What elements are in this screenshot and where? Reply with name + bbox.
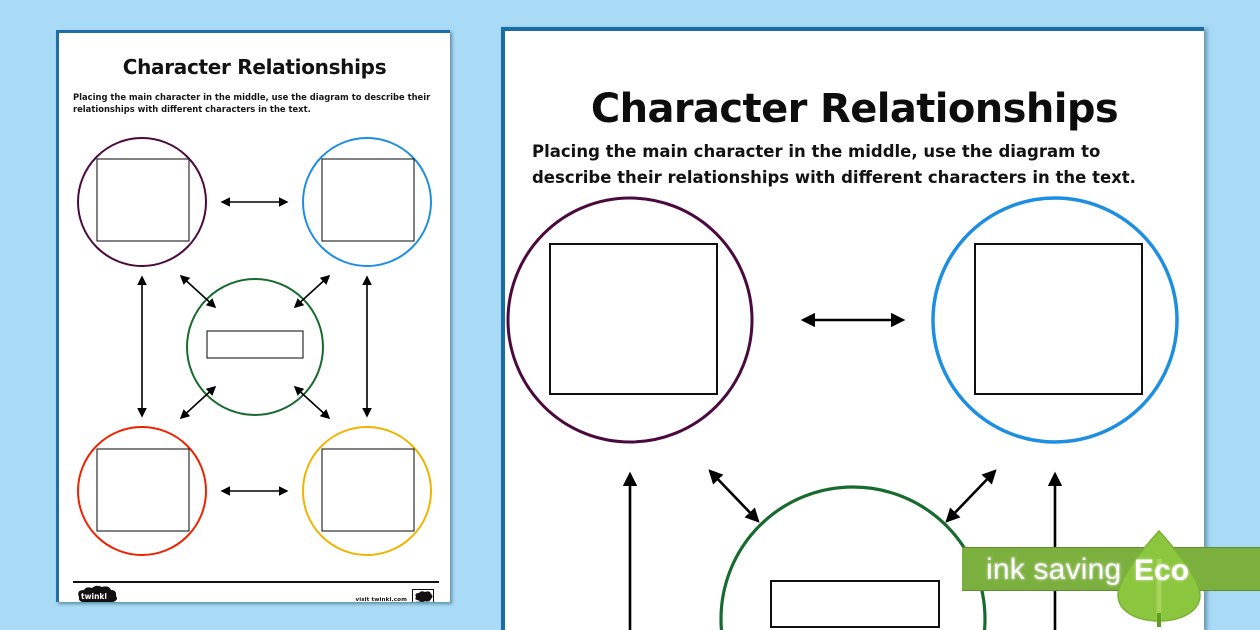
arrow-center-top-left-thumbnail (179, 274, 217, 309)
visit-twinkl-logo[interactable]: visit twinkl.com (355, 589, 434, 602)
worksheet-thumbnail-page[interactable]: Character Relationships Placing the main… (56, 30, 450, 602)
ink-saving-eco-badge: ink saving Eco (962, 529, 1260, 627)
bottom-left-circle-thumbnail (77, 426, 207, 556)
arrow-center-top-right-thumbnail (293, 274, 331, 309)
twinkl-badge-cloud (415, 591, 433, 602)
ink-saving-label: ink saving (986, 553, 1122, 586)
top-left-circle (506, 196, 754, 444)
twinkl-logo-text: twinkl (81, 592, 107, 601)
diagram-svg (506, 196, 1179, 630)
top-left-circle-thumbnail (77, 137, 207, 267)
eco-bar (962, 547, 1260, 591)
instructions-text-thumbnail: Placing the main character in the middle… (73, 92, 431, 115)
arrow-center-top-right (945, 469, 997, 523)
leaf-icon (1114, 529, 1204, 627)
eco-label: Eco (1134, 554, 1190, 587)
arrow-center-bottom-right-thumbnail (293, 385, 331, 420)
relationship-diagram-thumbnail (59, 129, 450, 559)
top-right-circle (931, 196, 1179, 444)
relationship-diagram (505, 191, 1204, 630)
page-title-thumbnail: Character Relationships (122, 55, 387, 79)
arrow-center-bottom-left-thumbnail (179, 385, 217, 420)
visit-twinkl-text: visit twinkl.com (355, 597, 407, 602)
footer-divider (73, 581, 439, 583)
bottom-right-circle-thumbnail (302, 426, 432, 556)
page-title: Character Relationships (590, 86, 1119, 132)
worksheet-preview-page[interactable]: Character Relationships Placing the main… (501, 27, 1204, 630)
arrow-center-top-left (708, 469, 760, 523)
instructions-text: Placing the main character in the middle… (532, 142, 1136, 187)
twinkl-badge-box (412, 589, 434, 602)
thumbnail-content: Character Relationships Placing the main… (59, 33, 450, 602)
twinkl-go-logo: twinkl go! (75, 585, 131, 602)
center-circle-thumbnail (186, 278, 324, 416)
center-circle (719, 485, 987, 630)
diagram-svg-thumbnail (77, 137, 432, 556)
connector-arrows-thumbnail (137, 197, 372, 496)
top-right-circle-thumbnail (302, 137, 432, 267)
twinkl-cloud-shape (78, 585, 117, 602)
connector-arrows (622, 312, 1063, 630)
